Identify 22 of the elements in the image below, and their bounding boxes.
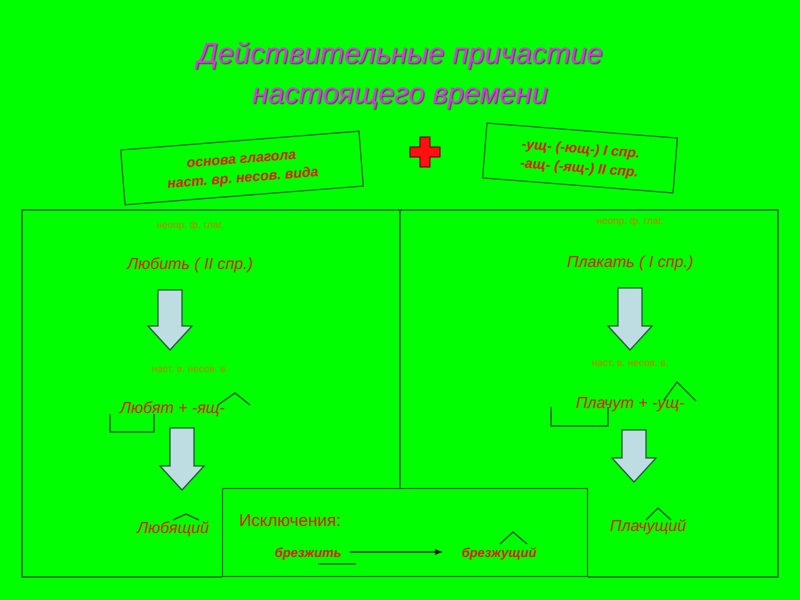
- block-arrow: [146, 289, 194, 351]
- title: Действительные причастие настоящего времени: [140, 34, 660, 114]
- exceptions-box: [222, 488, 588, 577]
- exceptions-heading: Исключения:: [239, 511, 341, 531]
- grammar-note: наст. в. несов. в.: [150, 364, 230, 375]
- arrow: [350, 549, 442, 555]
- grammar-note: наст. в. несов. в.: [590, 358, 670, 369]
- suffix-box: основа глагола наст. вр. несов. вида: [120, 130, 364, 206]
- word-form: Плакать ( I спр.): [566, 254, 694, 272]
- word-form: Плачут + -ущ-: [574, 395, 686, 413]
- block-arrow: [610, 429, 658, 483]
- word-form: Любить ( II спр.): [125, 256, 254, 274]
- block-arrow: [158, 427, 206, 491]
- word-form: брезжить: [274, 545, 342, 560]
- word-form: Любящий: [135, 520, 210, 538]
- suffix-box: -ущ- (-ющ-) I спр. -ащ- (-ящ-) II спр.: [482, 122, 678, 194]
- grammar-note: неопр. ф. глаг.: [156, 220, 224, 231]
- grammar-note: неопр. ф. глаг.: [596, 216, 664, 227]
- word-form: Любят + -ящ-: [120, 400, 225, 418]
- word-form: Плачущий: [608, 518, 688, 536]
- word-form: брезжущий: [460, 545, 538, 560]
- block-arrow: [606, 287, 654, 351]
